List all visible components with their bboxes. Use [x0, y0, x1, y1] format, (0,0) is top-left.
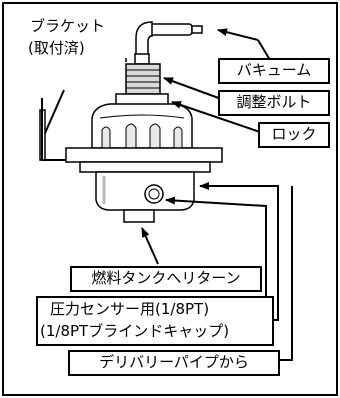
bracket-label-line1: ブラケット — [30, 17, 106, 35]
pressure-sensor-arrow — [165, 196, 267, 296]
delivery-pipe-leader — [278, 186, 293, 361]
pressure-sensor-label: 圧力センサー用(1/8PT) (1/8PTブラインドキャップ) — [36, 296, 274, 346]
lock-arrow — [171, 101, 261, 133]
flange-lower — [79, 161, 211, 173]
flange — [65, 147, 223, 163]
return-outlet — [123, 209, 155, 223]
pressure-sensor-line2: (1/8PTブラインドキャップ) — [40, 322, 230, 340]
adjust-bolt-label: 調整ボルト — [218, 90, 330, 116]
inlet-port-inner — [148, 188, 160, 200]
dome-rim — [99, 114, 185, 119]
adjust-bolt — [125, 63, 161, 95]
outer-frame — [2, 2, 338, 396]
vacuum-arrow-tail — [257, 39, 271, 61]
fuel-return-label: 燃料タンクへリターン — [70, 266, 262, 292]
vacuum-fitting — [134, 21, 203, 65]
bracket-label-line2: (取付済) — [28, 39, 85, 57]
dome-ribs — [101, 123, 183, 151]
delivery-pipe-arrow — [199, 182, 279, 321]
lock-label: ロック — [258, 122, 330, 148]
fuel-return-arrow — [141, 227, 159, 265]
vacuum-label: バキューム — [218, 58, 330, 84]
adjust-bolt-arrow — [163, 77, 225, 101]
vacuum-arrow — [217, 28, 259, 41]
delivery-pipe-label: デリバリーパイプから — [68, 350, 280, 376]
pressure-sensor-line1: 圧力センサー用(1/8PT) — [50, 300, 210, 318]
